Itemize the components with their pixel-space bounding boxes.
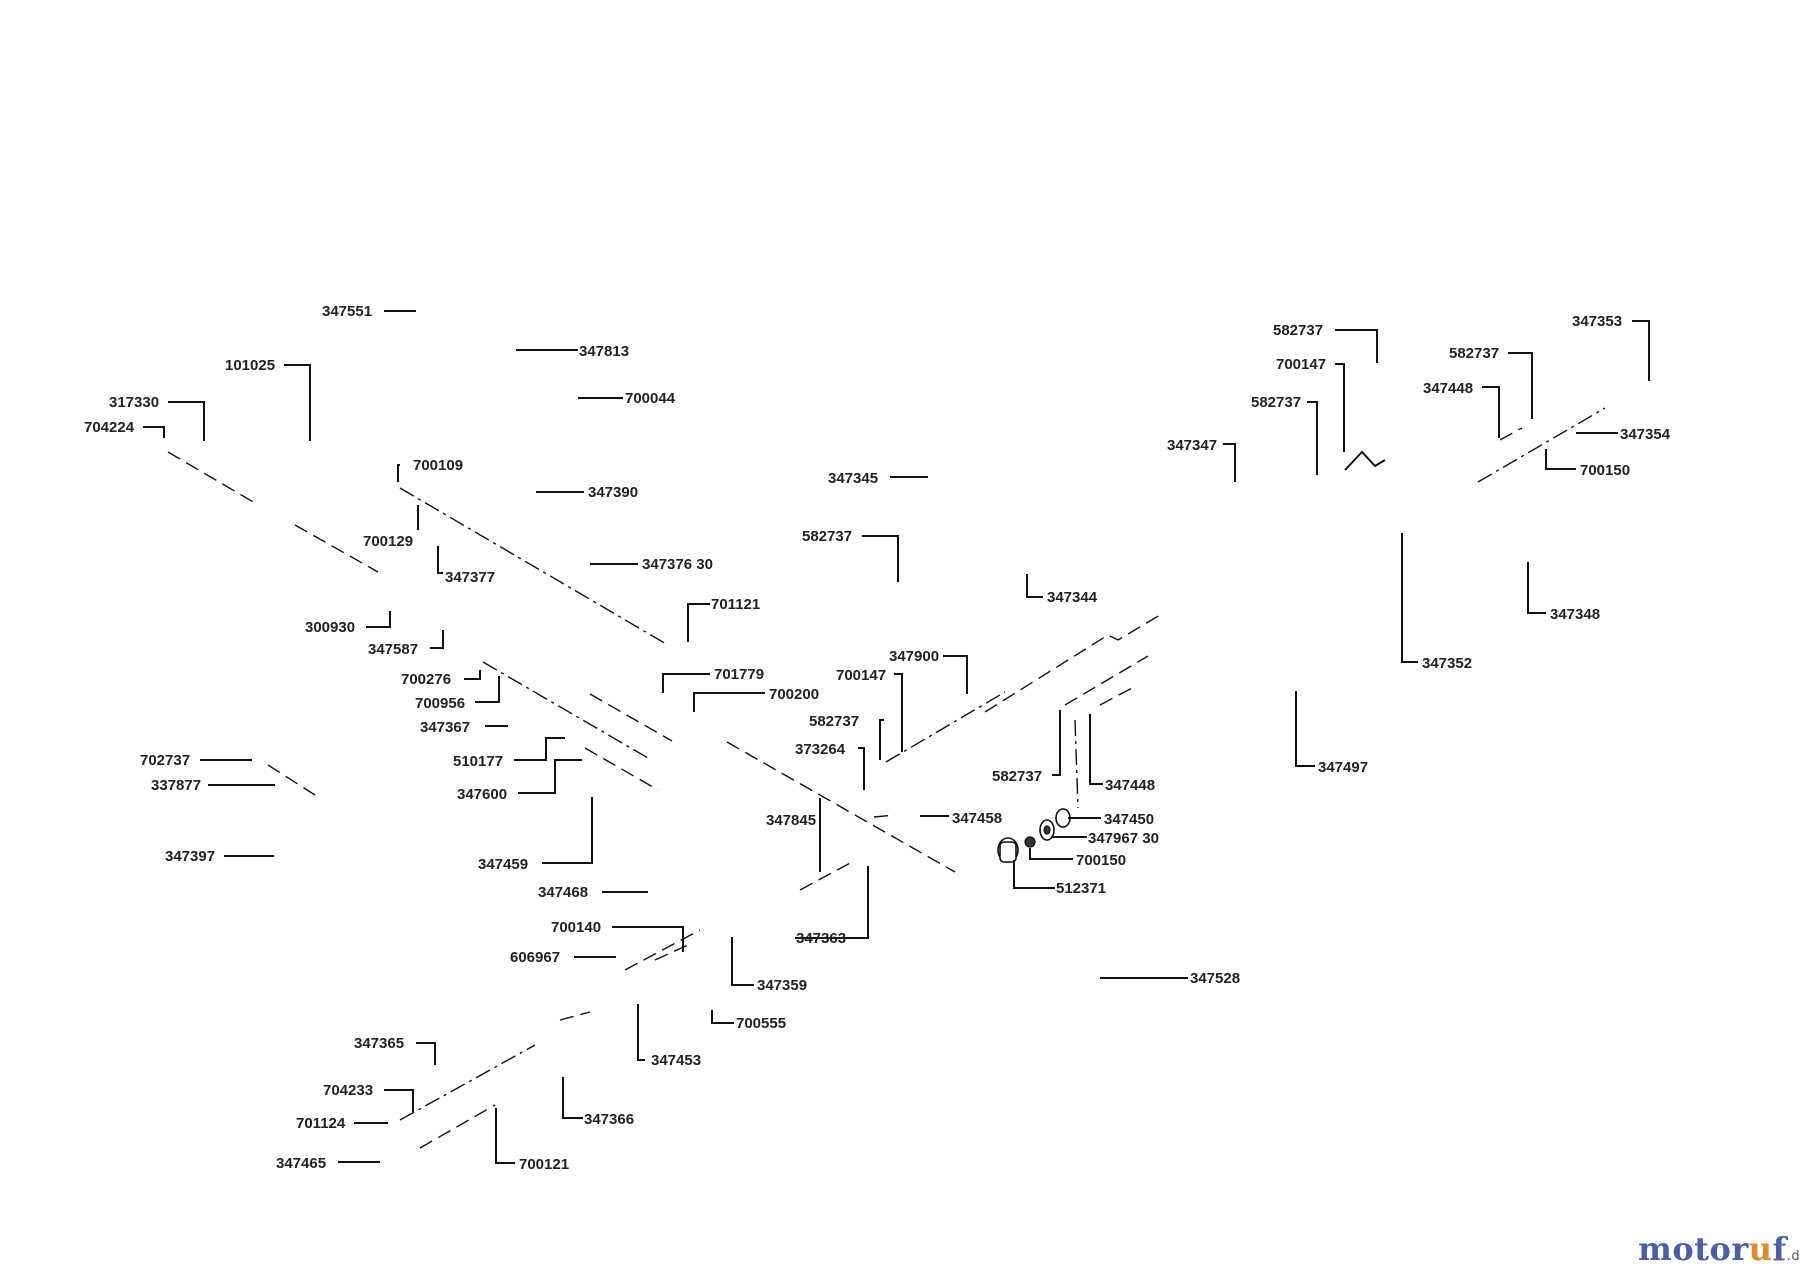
part-label: 347367 (420, 719, 470, 736)
brand-logo-accent: u (1748, 1230, 1773, 1268)
part-label: 347813 (579, 343, 629, 360)
part-label: 347465 (276, 1155, 326, 1172)
part-label: 700109 (413, 457, 463, 474)
bearing-inner-icon (1043, 825, 1051, 835)
part-label: 347359 (757, 977, 807, 994)
part-label: 347459 (478, 856, 528, 873)
part-label: 582737 (802, 528, 852, 545)
part-label: 704224 (84, 419, 135, 436)
part-label: 347365 (354, 1035, 404, 1052)
part-label: 606967 (510, 949, 560, 966)
part-label: 347468 (538, 884, 588, 901)
part-label: 512371 (1056, 880, 1106, 897)
part-label: 347967 30 (1088, 830, 1159, 847)
part-label: 700147 (1276, 356, 1326, 373)
part-label: 337877 (151, 777, 201, 794)
brand-logo-text-end: f (1772, 1230, 1787, 1268)
part-labels: 347551 347813 101025 700044 317330 70422… (84, 303, 1671, 1173)
part-label: 582737 (992, 768, 1042, 785)
brand-logo: motoruf.de (1638, 1230, 1800, 1268)
nut-part-icon (1024, 836, 1036, 848)
part-label: 700140 (551, 919, 601, 936)
part-label: 700129 (363, 533, 413, 550)
part-label: 347397 (165, 848, 215, 865)
washer-part-icon (1055, 808, 1071, 828)
part-label: 347366 (584, 1111, 634, 1128)
leader-lines (143, 310, 1650, 1164)
part-label: 317330 (109, 394, 159, 411)
part-label: 700121 (519, 1156, 569, 1173)
part-label: 347450 (1104, 811, 1154, 828)
part-label: 701121 (711, 596, 760, 613)
brand-logo-text: motor (1638, 1230, 1749, 1268)
part-label: 373264 (795, 741, 846, 758)
part-label: 582737 (809, 713, 859, 730)
part-label: 700200 (769, 686, 819, 703)
part-label: 347354 (1620, 426, 1671, 443)
part-label: 700150 (1076, 852, 1126, 869)
part-label: 300930 (305, 619, 355, 636)
part-label: 347377 (445, 569, 495, 586)
part-label: 347390 (588, 484, 638, 501)
small-parts-cluster (997, 808, 1071, 863)
brand-logo-domain: .de (1786, 1249, 1800, 1264)
part-label: 701779 (714, 666, 764, 683)
part-label: 700956 (415, 695, 465, 712)
part-label: 347600 (457, 786, 507, 803)
part-label: 347587 (368, 641, 418, 658)
part-label: 702737 (140, 752, 190, 769)
part-label: 582737 (1273, 322, 1323, 339)
part-label: 347448 (1105, 777, 1155, 794)
part-label: 101025 (225, 357, 275, 374)
part-label: 582737 (1449, 345, 1499, 362)
part-label: 347900 (889, 648, 939, 665)
part-label: 347458 (952, 810, 1002, 827)
part-label: 347347 (1167, 437, 1217, 454)
part-label: 704233 (323, 1082, 373, 1099)
part-label: 700147 (836, 667, 886, 684)
part-label: 347528 (1190, 970, 1240, 987)
part-label: 510177 (453, 753, 503, 770)
part-label: 347845 (766, 812, 816, 829)
part-label: 347348 (1550, 606, 1600, 623)
part-label: 347453 (651, 1052, 701, 1069)
part-label: 347363 (796, 930, 846, 947)
part-label: 347344 (1047, 589, 1098, 606)
part-label: 347353 (1572, 313, 1622, 330)
part-label: 347497 (1318, 759, 1368, 776)
part-label: 700276 (401, 671, 451, 688)
part-label: 700150 (1580, 462, 1630, 479)
part-label: 701124 (296, 1115, 346, 1132)
part-label: 582737 (1251, 394, 1301, 411)
cap-body-icon (999, 841, 1017, 863)
part-label: 700044 (625, 390, 676, 407)
part-label: 700555 (736, 1015, 786, 1032)
part-label: 347448 (1423, 380, 1473, 397)
part-label: 347376 30 (642, 556, 713, 573)
part-label: 347345 (828, 470, 878, 487)
part-label: 347551 (322, 303, 372, 320)
part-label: 347352 (1422, 655, 1472, 672)
